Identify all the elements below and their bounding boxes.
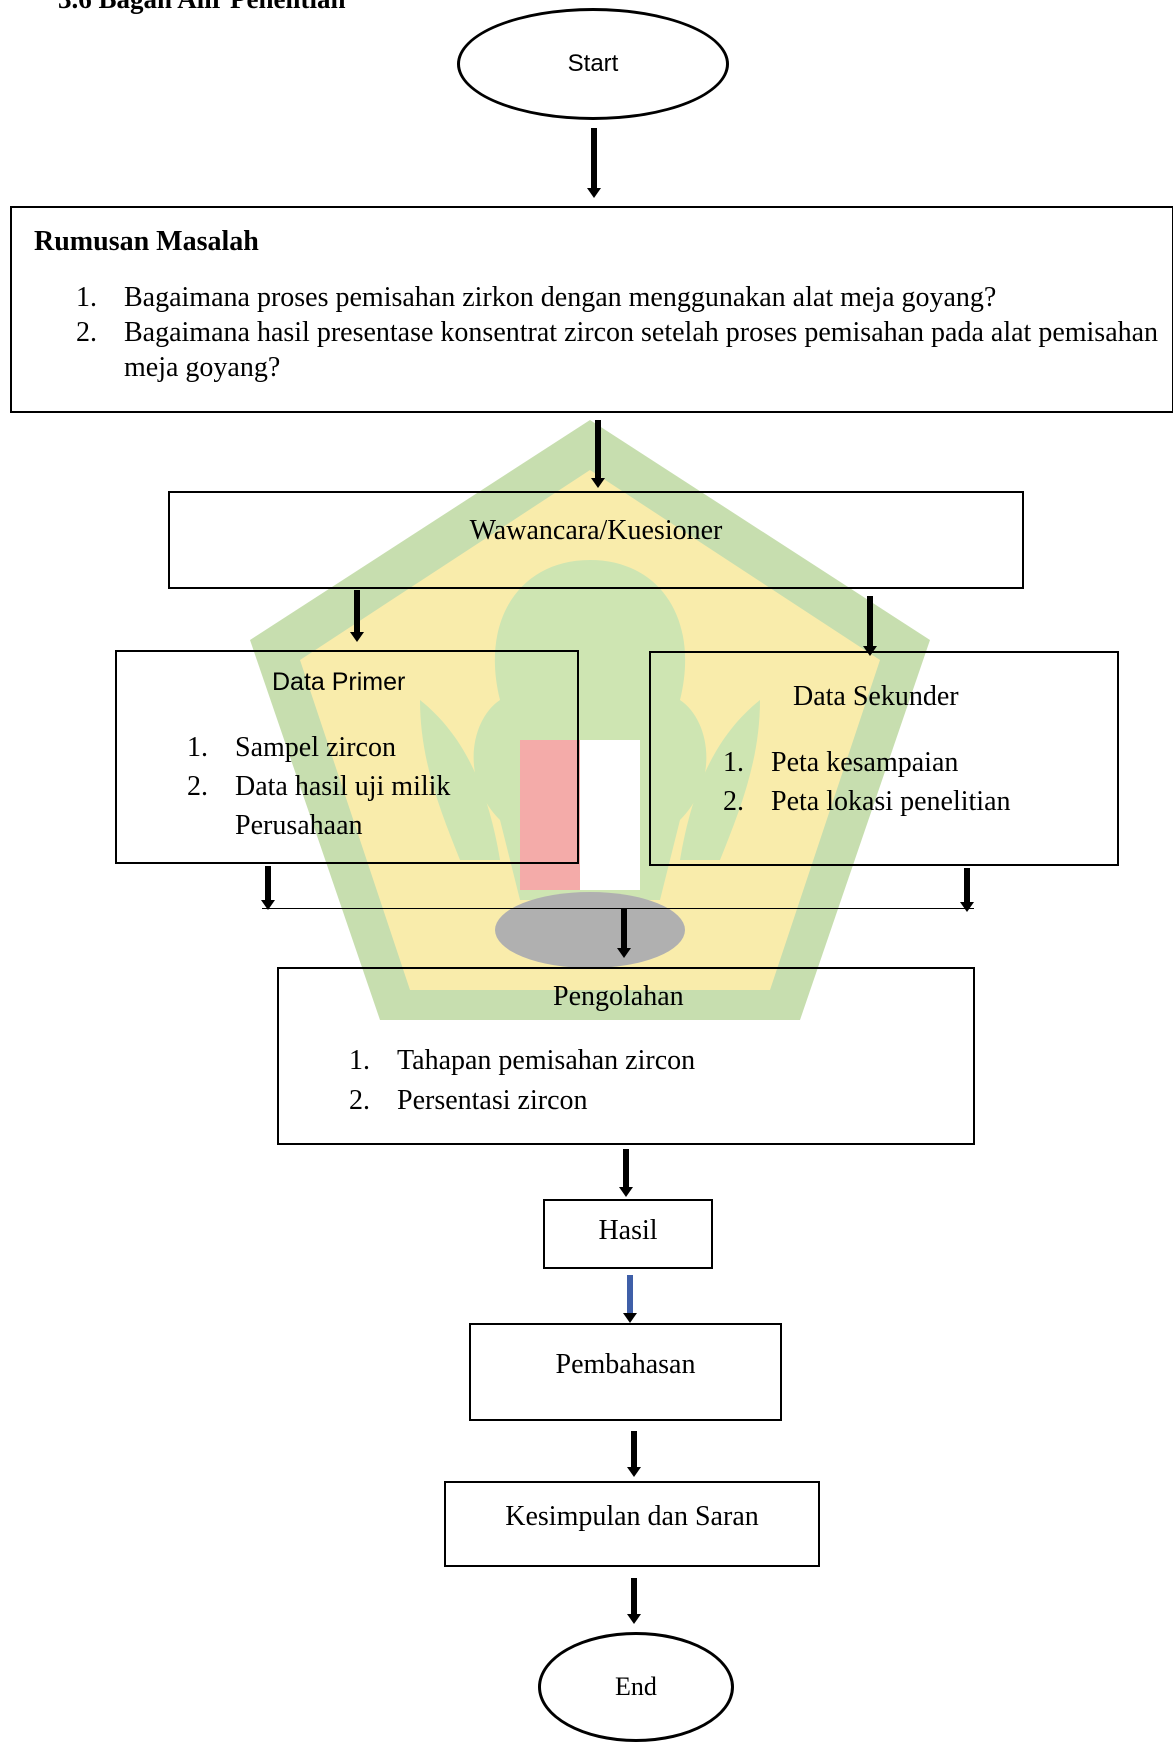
section-heading: 3.6 Bagan Alir Penelitian [58, 0, 346, 15]
data-primer-title: Data Primer [272, 668, 406, 696]
list-item: 1.Sampel zircon [187, 732, 396, 763]
data-primer-box: Data Primer 1.Sampel zircon 2.Data hasil… [115, 650, 579, 864]
pengolahan-list: 1.Tahapan pemisahan zircon 2.Persentasi … [349, 1041, 949, 1121]
data-primer-list: 1.Sampel zircon 2.Data hasil uji milik P… [187, 728, 487, 845]
list-item: 1.Peta kesampaian [723, 747, 959, 778]
rumusan-masalah-box: Rumusan Masalah 1.Bagaimana proses pemis… [10, 206, 1173, 413]
data-sekunder-box: Data Sekunder 1.Peta kesampaian 2.Peta l… [649, 651, 1119, 866]
list-item: 2.Bagaimana hasil presentase konsentrat … [76, 317, 1159, 383]
end-terminal: End [538, 1632, 734, 1742]
kesimpulan-label: Kesimpulan dan Saran [505, 1501, 759, 1532]
list-item: 2.Persentasi zircon [349, 1085, 588, 1116]
hasil-box: Hasil [543, 1199, 713, 1269]
rumusan-masalah-list: 1.Bagaimana proses pemisahan zirkon deng… [76, 280, 1166, 385]
data-sekunder-title: Data Sekunder [793, 681, 959, 712]
wawancara-box: Wawancara/Kuesioner [168, 491, 1024, 589]
hasil-label: Hasil [598, 1215, 658, 1246]
pembahasan-box: Pembahasan [469, 1323, 782, 1421]
list-item: 1.Bagaimana proses pemisahan zirkon deng… [76, 282, 997, 313]
data-sekunder-list: 1.Peta kesampaian 2.Peta lokasi peneliti… [723, 743, 1113, 821]
merge-connector-line [262, 908, 974, 909]
pengolahan-box: Pengolahan 1.Tahapan pemisahan zircon 2.… [277, 967, 975, 1145]
pembahasan-label: Pembahasan [555, 1349, 696, 1380]
rumusan-masalah-title: Rumusan Masalah [34, 226, 259, 257]
start-label: Start [567, 50, 619, 77]
list-item: 1.Tahapan pemisahan zircon [349, 1045, 696, 1076]
pengolahan-title: Pengolahan [553, 981, 684, 1012]
list-item: 2.Data hasil uji milik Perusahaan [187, 771, 451, 841]
wawancara-label: Wawancara/Kuesioner [469, 515, 723, 546]
list-item: 2.Peta lokasi penelitian [723, 786, 1011, 817]
start-terminal: Start [457, 8, 729, 120]
end-label: End [615, 1672, 657, 1701]
kesimpulan-box: Kesimpulan dan Saran [444, 1481, 820, 1567]
